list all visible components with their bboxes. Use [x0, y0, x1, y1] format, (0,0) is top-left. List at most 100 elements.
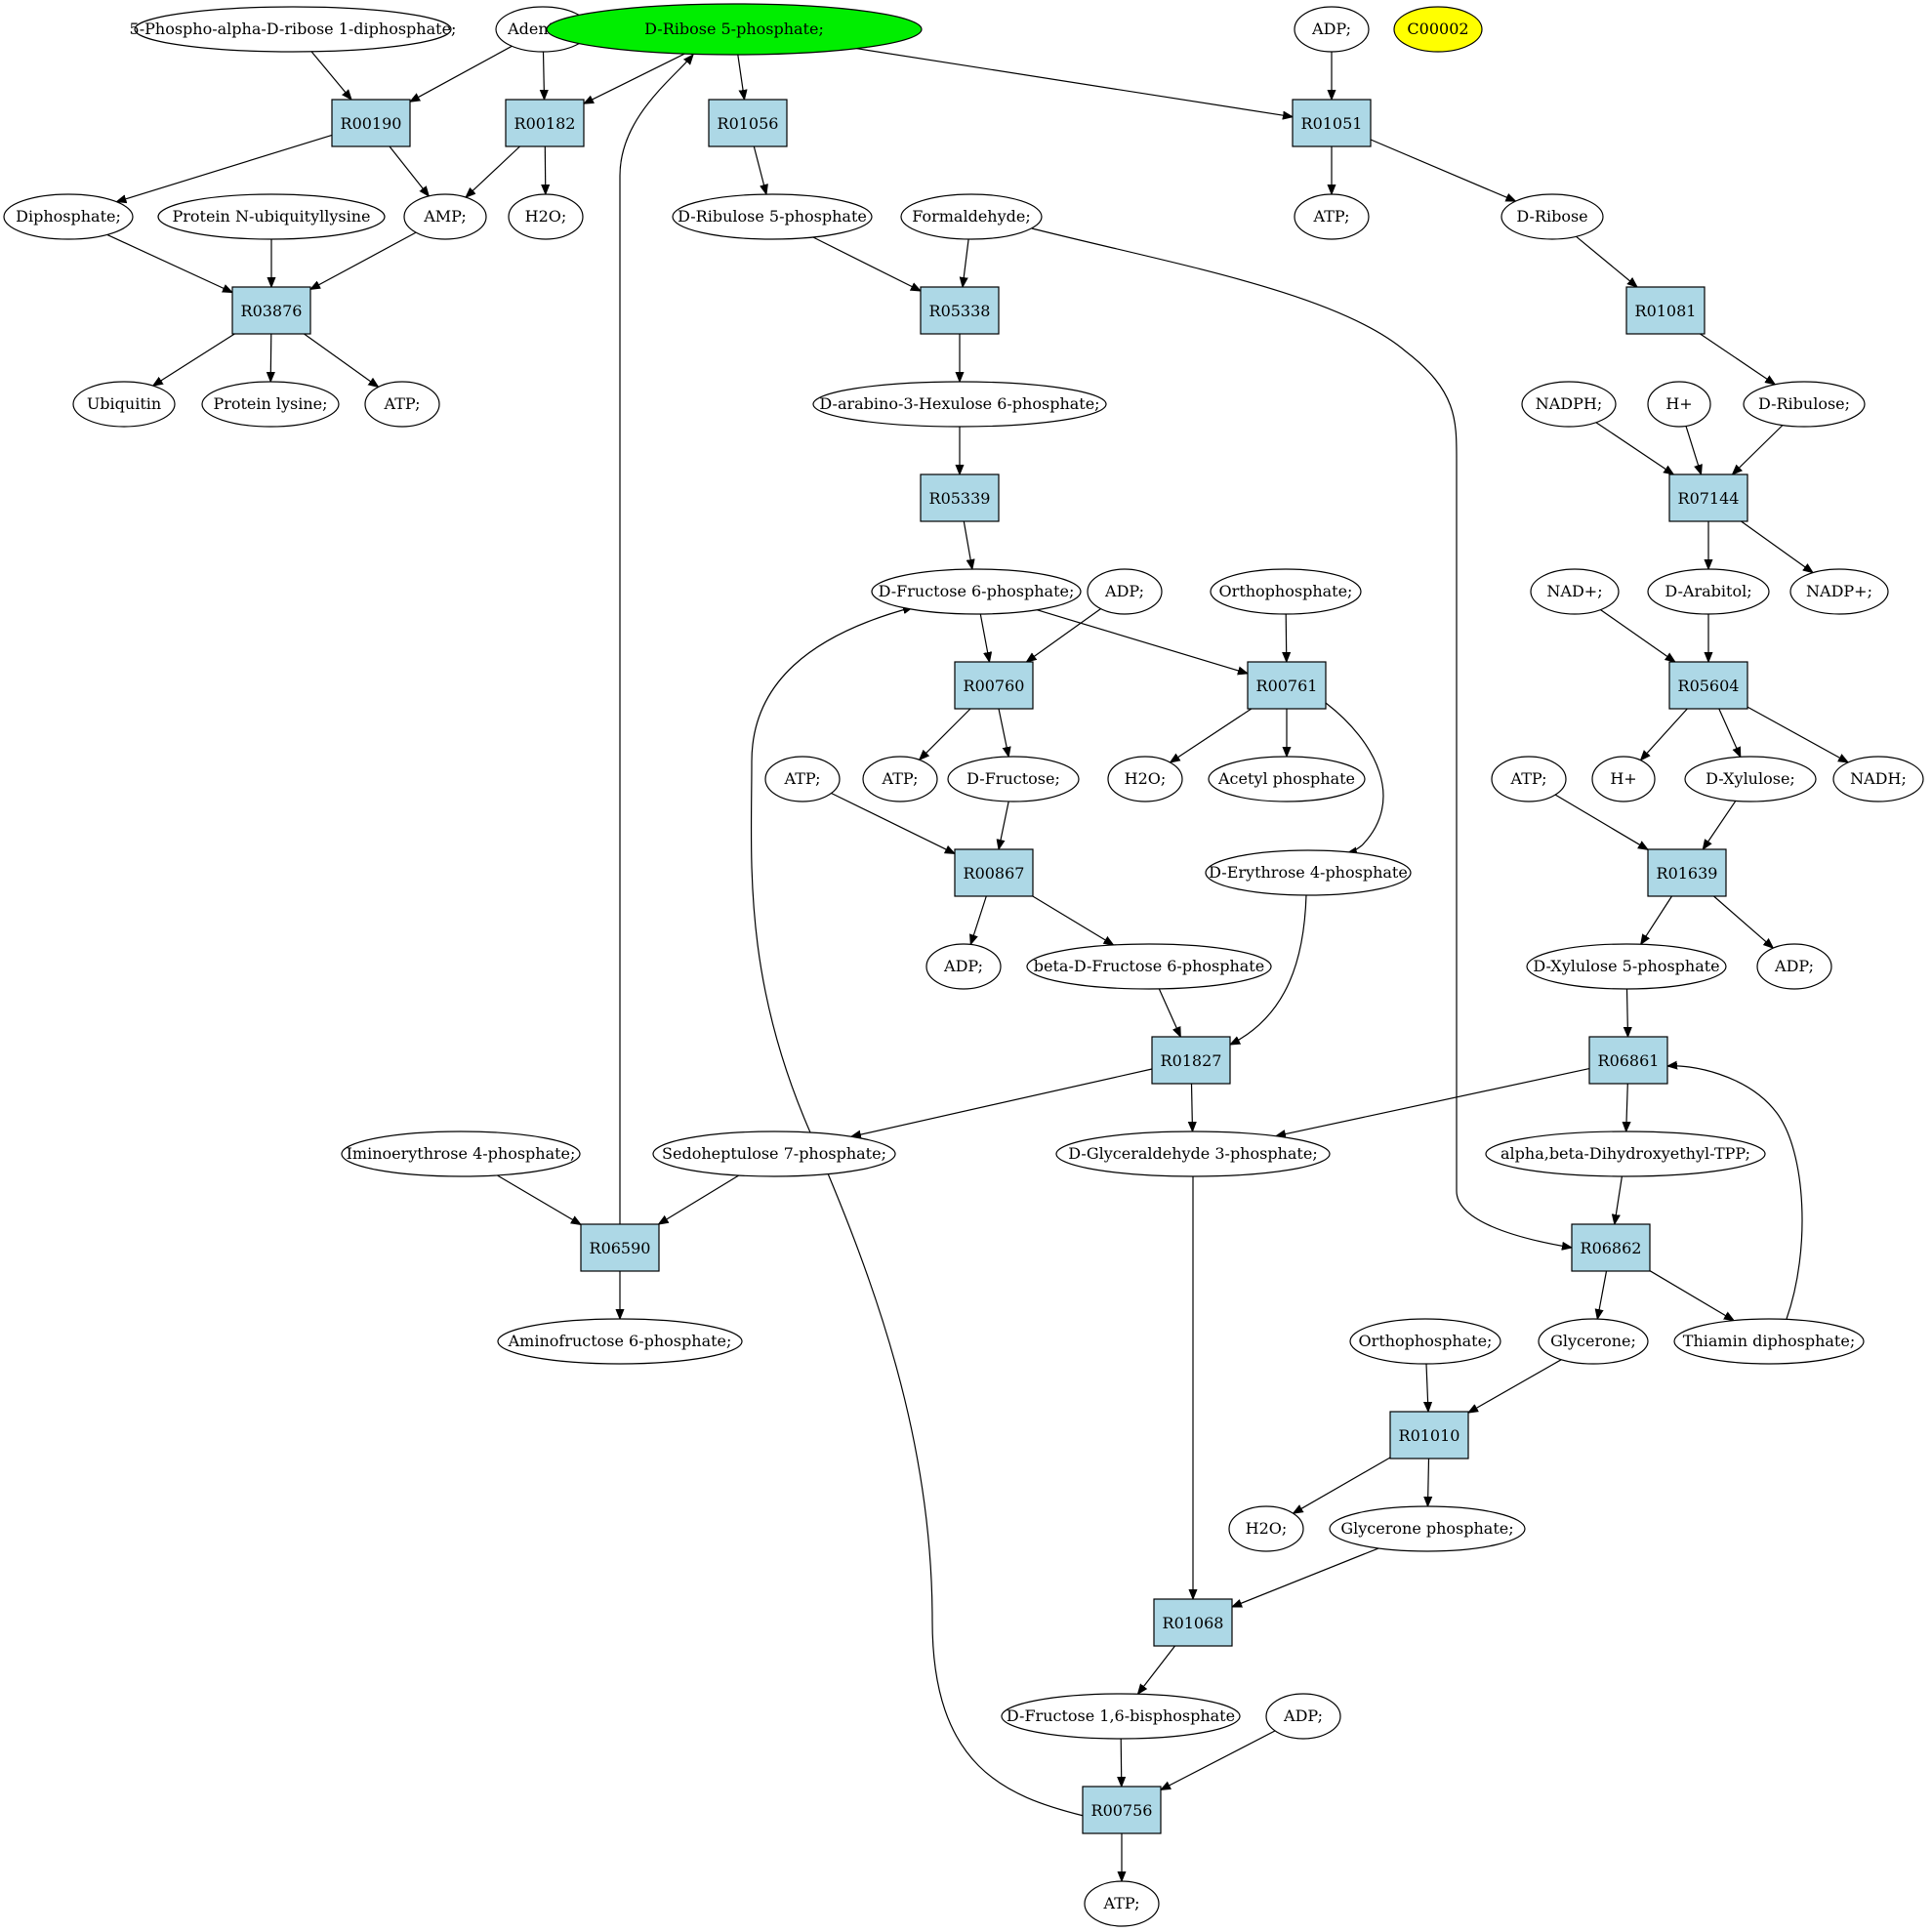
compound-ellipse — [947, 756, 1080, 802]
compound-node-ubiquitin[interactable]: Ubiquitin — [72, 381, 176, 428]
reaction-node-r07144[interactable]: R07144 — [1668, 473, 1748, 522]
reaction-node-r00190[interactable]: R00190 — [331, 99, 411, 147]
compound-node-iminoe4p[interactable]: Iminoerythrose 4-phosphate; — [341, 1130, 581, 1177]
edge-c_f6p-to-r00761 — [1036, 609, 1248, 674]
compound-ellipse — [1087, 568, 1163, 615]
compound-node-prpp[interactable]: 5-Phospho-alpha-D-ribose 1-diphosphate; — [130, 6, 457, 53]
reaction-node-r00182[interactable]: R00182 — [505, 99, 585, 147]
compound-node-orthophosphate1[interactable]: Orthophosphate; — [1210, 568, 1362, 615]
reaction-label: R01056 — [718, 114, 779, 133]
compound-node-atp3[interactable]: ATP; — [764, 756, 841, 802]
reaction-label: R06861 — [1598, 1051, 1660, 1070]
compound-ellipse — [157, 193, 386, 240]
compound-node-nadph[interactable]: NADPH; — [1521, 381, 1617, 428]
reaction-label: R00867 — [964, 864, 1025, 883]
edge-r01639-to-c_xu5p — [1641, 895, 1673, 944]
reaction-node-r01827[interactable]: R01827 — [1151, 1036, 1231, 1085]
compound-node-hexulose6p[interactable]: D-arabino-3-Hexulose 6-phosphate; — [812, 381, 1107, 428]
compound-node-c00002[interactable]: C00002 — [1393, 6, 1483, 53]
compound-node-atp6[interactable]: ATP; — [1084, 1880, 1160, 1927]
compound-label: H2O; — [1125, 769, 1167, 788]
reaction-label: R01827 — [1161, 1051, 1222, 1070]
compound-node-atp1[interactable]: ATP; — [1294, 193, 1370, 240]
compound-node-orthophosphate2[interactable]: Orthophosphate; — [1349, 1318, 1501, 1365]
reaction-node-r00867[interactable]: R00867 — [954, 848, 1034, 897]
compound-node-xu5p[interactable]: D-Xylulose 5-phosphate — [1526, 943, 1727, 990]
compound-node-fbp[interactable]: D-Fructose 1,6-bisphosphate — [1001, 1693, 1241, 1740]
compound-node-r5p[interactable]: D-Ribose 5-phosphate; — [546, 3, 923, 56]
compound-node-protein-nub[interactable]: Protein N-ubiquityllysine — [157, 193, 386, 240]
compound-node-acetylp[interactable]: Acetyl phosphate — [1208, 756, 1366, 802]
compound-node-nadh[interactable]: NADH; — [1832, 756, 1924, 802]
compound-node-ribulose[interactable]: D-Ribulose; — [1743, 381, 1866, 428]
edge-r00190-to-c_amp — [389, 145, 429, 196]
compound-node-tpp[interactable]: Thiamin diphosphate; — [1673, 1318, 1865, 1365]
compound-node-adp4[interactable]: ADP; — [1756, 943, 1832, 990]
compound-node-adp3[interactable]: ADP; — [925, 943, 1002, 990]
compound-node-diphosphate[interactable]: Diphosphate; — [3, 193, 134, 240]
compound-node-formaldehyde[interactable]: Formaldehyde; — [900, 193, 1043, 240]
compound-ellipse — [134, 6, 452, 53]
compound-label: Acetyl phosphate — [1217, 769, 1355, 788]
compound-label: D-Fructose; — [966, 769, 1060, 788]
reaction-node-r06862[interactable]: R06862 — [1571, 1223, 1651, 1272]
reaction-label: R03876 — [241, 302, 303, 320]
reaction-node-r05604[interactable]: R05604 — [1668, 661, 1748, 710]
compound-node-h2o1[interactable]: H2O; — [508, 193, 584, 240]
compound-node-adp5[interactable]: ADP; — [1265, 1693, 1341, 1740]
compound-node-adp1[interactable]: ADP; — [1294, 6, 1370, 53]
compound-node-amp[interactable]: AMP; — [403, 193, 487, 240]
compound-node-hplus2[interactable]: H+ — [1591, 756, 1656, 802]
compound-label: D-Fructose 1,6-bisphosphate — [1007, 1706, 1235, 1725]
compound-node-nadpplus[interactable]: NADP+; — [1789, 568, 1889, 615]
compound-ellipse — [1647, 381, 1711, 428]
compound-node-dhetpp[interactable]: alpha,beta-Dihydroxyethyl-TPP; — [1485, 1130, 1766, 1177]
compound-node-f6p[interactable]: D-Fructose 6-phosphate; — [871, 568, 1082, 615]
reaction-node-r06861[interactable]: R06861 — [1588, 1036, 1668, 1085]
compound-node-h2o3[interactable]: H2O; — [1228, 1505, 1304, 1552]
reaction-node-r01010[interactable]: R01010 — [1389, 1411, 1469, 1459]
compound-node-s7p[interactable]: Sedoheptulose 7-phosphate; — [652, 1130, 896, 1177]
compound-node-atp5[interactable]: ATP; — [1491, 756, 1567, 802]
reaction-node-r00760[interactable]: R00760 — [954, 661, 1034, 710]
compound-node-hplus1[interactable]: H+ — [1647, 381, 1711, 428]
compound-node-ru5p[interactable]: D-Ribulose 5-phosphate — [672, 193, 873, 240]
compound-node-adp2[interactable]: ADP; — [1087, 568, 1163, 615]
compound-node-g3p[interactable]: D-Glyceraldehyde 3-phosphate; — [1055, 1130, 1331, 1177]
compound-ellipse — [652, 1130, 896, 1177]
reaction-box — [1247, 661, 1327, 710]
edge-c_r5p-to-r01056 — [737, 54, 745, 100]
reaction-node-r01081[interactable]: R01081 — [1625, 286, 1706, 335]
reaction-box — [920, 473, 1000, 522]
compound-ellipse — [1789, 568, 1889, 615]
compound-node-bf6p[interactable]: beta-D-Fructose 6-phosphate — [1026, 943, 1272, 990]
edge-r00761-to-c_e4p — [1325, 702, 1384, 853]
compound-node-arabitol[interactable]: D-Arabitol; — [1647, 568, 1770, 615]
compound-label: Glycerone; — [1550, 1332, 1636, 1350]
reaction-node-r01068[interactable]: R01068 — [1153, 1598, 1233, 1647]
reaction-node-r01639[interactable]: R01639 — [1647, 848, 1727, 897]
compound-node-xylulose[interactable]: D-Xylulose; — [1684, 756, 1817, 802]
reaction-node-r06590[interactable]: R06590 — [580, 1223, 660, 1272]
reaction-node-r00756[interactable]: R00756 — [1082, 1786, 1162, 1834]
reaction-node-r05339[interactable]: R05339 — [920, 473, 1000, 522]
compound-node-fructose[interactable]: D-Fructose; — [947, 756, 1080, 802]
compound-node-protein-lysine[interactable]: Protein lysine; — [201, 381, 340, 428]
compound-node-glycerone[interactable]: Glycerone; — [1538, 1318, 1649, 1365]
compound-node-atp2[interactable]: ATP; — [364, 381, 440, 428]
reaction-node-r01051[interactable]: R01051 — [1292, 99, 1372, 147]
compound-node-atp4[interactable]: ATP; — [862, 756, 938, 802]
compound-node-e4p[interactable]: D-Erythrose 4-phosphate — [1205, 849, 1412, 896]
reaction-node-r03876[interactable]: R03876 — [231, 286, 311, 335]
compound-node-nadplus[interactable]: NAD+; — [1530, 568, 1620, 615]
reaction-label: R01068 — [1163, 1614, 1224, 1632]
compound-node-dhap[interactable]: Glycerone phosphate; — [1329, 1505, 1526, 1552]
reaction-node-r00761[interactable]: R00761 — [1247, 661, 1327, 710]
edge-c_orthophosphate1-to-r00761 — [1286, 613, 1287, 662]
compound-node-aminof6p[interactable]: Aminofructose 6-phosphate; — [497, 1318, 743, 1365]
compound-node-h2o2[interactable]: H2O; — [1107, 756, 1183, 802]
compound-node-ribose[interactable]: D-Ribose — [1500, 193, 1604, 240]
reaction-node-r01056[interactable]: R01056 — [708, 99, 788, 147]
reaction-node-r05338[interactable]: R05338 — [920, 286, 1000, 335]
